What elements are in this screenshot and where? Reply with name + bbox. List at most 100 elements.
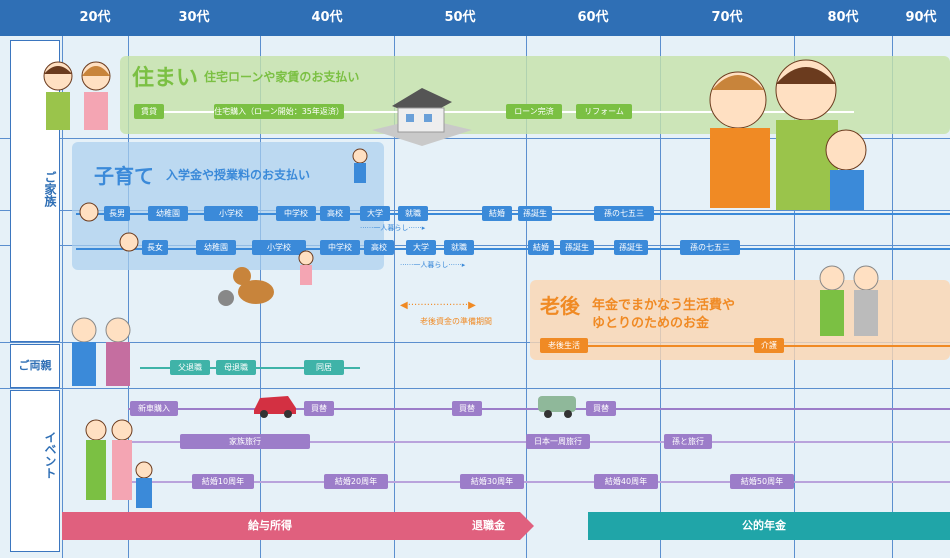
son-stage: 幼稚園 — [148, 206, 188, 221]
son-stage: 孫誕生 — [518, 206, 552, 221]
japan-trip-box: 日本一周旅行 — [526, 434, 590, 449]
family-trip-box: 家族旅行 — [180, 434, 310, 449]
son-stage: 孫の七五三 — [594, 206, 654, 221]
salary-label: 給与所得 — [248, 519, 292, 532]
age-80s: 80代 — [827, 10, 859, 25]
daughter-stage: 小学校 — [252, 240, 306, 255]
green-car-icon — [538, 396, 576, 418]
son-alone-text: 一人暮らし — [373, 224, 409, 232]
son-alone-label: ······一人暮らし······▸ — [360, 224, 426, 232]
child-subtitle: 入学金や授業料のお支払い — [166, 168, 311, 182]
age-60s: 60代 — [577, 10, 609, 25]
grandparents-illustration — [71, 317, 131, 386]
father-retire-box: 父退職 — [170, 360, 210, 375]
girl-illustration — [298, 250, 314, 285]
event-family-illustration — [85, 419, 153, 508]
cohabit-box: 同居 — [304, 360, 344, 375]
event-side-panel: イベント — [10, 390, 60, 552]
son-face-icon — [79, 202, 99, 222]
age-20s: 20代 — [79, 10, 111, 25]
prep-arrow: ◀···················▶ — [400, 300, 476, 311]
daughter-alone-label: ······一人暮らし······▸ — [400, 261, 466, 269]
daughter-stage: 幼稚園 — [196, 240, 236, 255]
daughter-stage: 大学 — [406, 240, 436, 255]
pension-label: 公的年金 — [742, 519, 786, 532]
son-stage: 小学校 — [204, 206, 258, 221]
anniv-box: 結婚40周年 — [594, 474, 658, 489]
age-40s: 40代 — [311, 10, 343, 25]
replace-box-1: 買替 — [304, 401, 334, 416]
replace-box-2: 買替 — [452, 401, 482, 416]
parents-label: ご両親 — [18, 359, 52, 372]
purchase-box: 住宅購入（ローン開始：35年返済） — [214, 104, 344, 119]
parents-side-panel: ご両親 — [10, 344, 60, 388]
grandchild-trip-box: 孫と旅行 — [664, 434, 712, 449]
young-couple-illustration — [43, 61, 111, 130]
pets-illustration — [218, 267, 274, 306]
age-50s: 50代 — [444, 10, 476, 25]
son-line — [76, 213, 950, 215]
son-stage: 大学 — [360, 206, 390, 221]
daughter-stage: 就職 — [444, 240, 474, 255]
elderly-couple-illustration — [819, 265, 879, 336]
grid-line — [0, 138, 950, 139]
family-side-panel: ご家族 — [10, 40, 60, 342]
anniv-box: 結婚10周年 — [192, 474, 254, 489]
grid-line — [62, 36, 63, 558]
family-label: ご家族 — [43, 171, 57, 207]
retirement-subtitle-2: ゆとりのためのお金 — [592, 316, 710, 331]
mother-retire-box: 母退職 — [216, 360, 256, 375]
anniv-box: 結婚30周年 — [460, 474, 524, 489]
care-box: 介護 — [754, 338, 784, 353]
grid-line — [0, 388, 950, 389]
daughter-stage: 孫誕生 — [614, 240, 648, 255]
age-90s: 90代 — [905, 10, 937, 25]
daughter-stage: 中学校 — [320, 240, 360, 255]
daughter-stage: 孫誕生 — [560, 240, 594, 255]
anniv-line — [128, 481, 950, 483]
grid-line — [526, 36, 527, 558]
salary-bar: 給与所得 退職金 — [62, 512, 520, 540]
retire-life-box: 老後生活 — [540, 338, 588, 353]
son-stage: 就職 — [398, 206, 428, 221]
new-car-box: 新車購入 — [130, 401, 178, 416]
age-30s: 30代 — [178, 10, 210, 25]
retire-pay-label: 退職金 — [472, 519, 505, 532]
salary-arrow — [520, 512, 534, 540]
daughter-label: 長女 — [142, 240, 168, 255]
housing-line — [134, 111, 854, 113]
event-label: イベント — [43, 431, 57, 479]
pension-bar: 公的年金 — [588, 512, 950, 540]
daughter-stage: 高校 — [364, 240, 394, 255]
housing-subtitle: 住宅ローンや家賃のお支払い — [204, 70, 360, 84]
grid-line — [394, 36, 395, 558]
grid-line — [0, 342, 950, 343]
housing-title: 住まい — [132, 66, 199, 91]
daughter-stage: 孫の七五三 — [680, 240, 740, 255]
red-car-icon — [254, 396, 296, 418]
boy-illustration — [352, 148, 368, 183]
grid-line — [0, 245, 950, 246]
anniv-box: 結婚20周年 — [324, 474, 388, 489]
grid-line — [0, 210, 950, 211]
reform-box: リフォーム — [576, 104, 632, 119]
son-stage: 高校 — [320, 206, 350, 221]
son-stage: 中学校 — [276, 206, 316, 221]
age-70s: 70代 — [711, 10, 743, 25]
daughter-stage: 結婚 — [528, 240, 554, 255]
daughter-line — [76, 248, 950, 250]
retirement-subtitle-1: 年金でまかなう生活費や — [592, 298, 736, 313]
big-family-illustration — [709, 59, 867, 210]
replace-box-3: 買替 — [586, 401, 616, 416]
retire-line — [540, 345, 950, 347]
son-stage: 結婚 — [482, 206, 512, 221]
retirement-title: 老後 — [540, 294, 580, 318]
loan-done-box: ローン完済 — [506, 104, 562, 119]
child-title: 子育て — [94, 164, 154, 188]
house-illustration — [372, 88, 472, 146]
rent-box: 賃貸 — [134, 104, 164, 119]
prep-label: 老後資金の準備期間 — [420, 317, 492, 326]
anniv-box: 結婚50周年 — [730, 474, 794, 489]
daughter-face-icon — [119, 232, 139, 252]
daughter-alone-text: 一人暮らし — [413, 261, 449, 269]
